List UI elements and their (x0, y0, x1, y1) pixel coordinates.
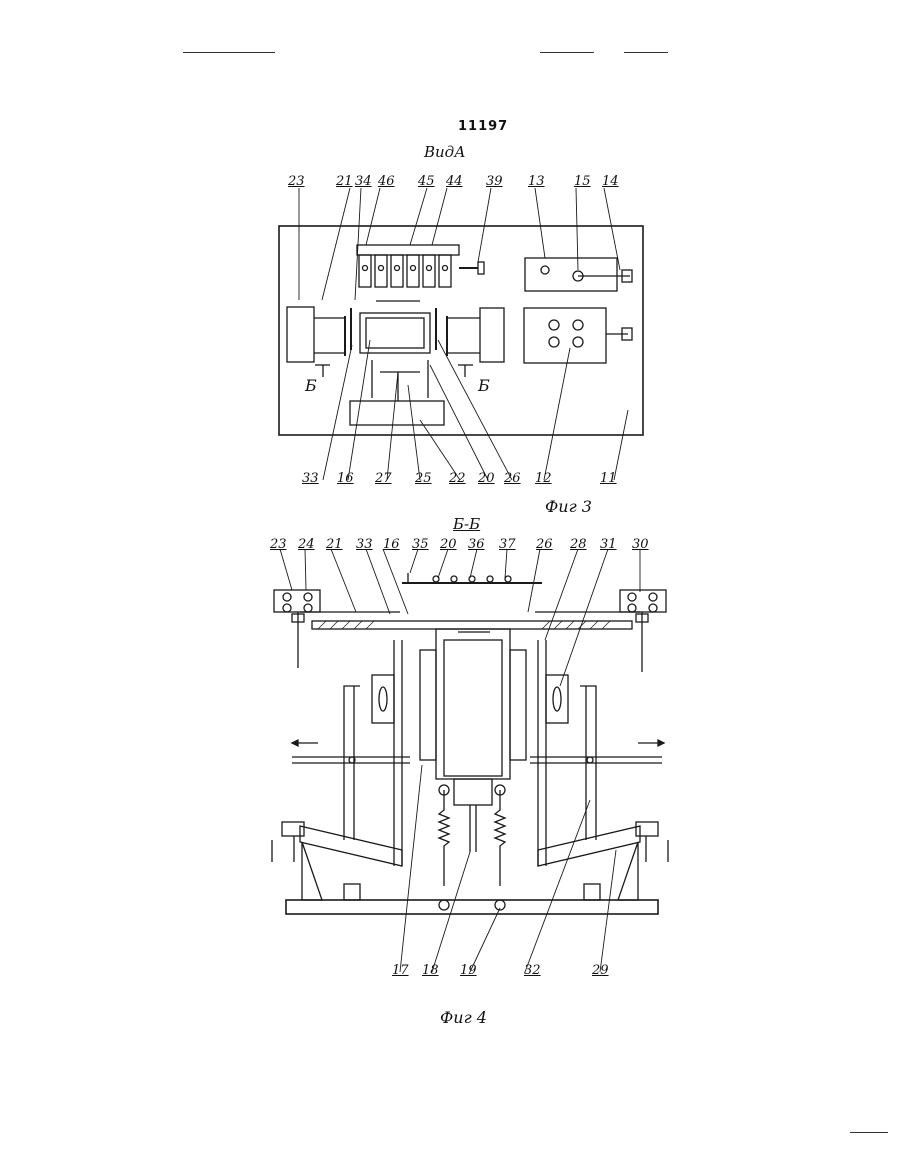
fig4-label-23: 23 (270, 538, 287, 551)
clamp-23 (274, 590, 320, 612)
fig4-label-35: 35 (412, 538, 429, 551)
fig4-label-26: 26 (536, 538, 553, 551)
fig4-label-29: 29 (592, 964, 609, 977)
fig4-label-19: 19 (460, 964, 477, 977)
fig4-label-31: 31 (600, 538, 617, 551)
clamp-30 (620, 590, 666, 612)
spring-19 (495, 790, 505, 886)
fig4-label-20: 20 (440, 538, 457, 551)
spring-18 (439, 790, 449, 886)
fig4-label-21: 21 (326, 538, 343, 551)
fig4-label-30: 30 (632, 538, 649, 551)
figure4-caption: Фиг 4 (440, 1010, 487, 1026)
fig4-label-33: 33 (356, 538, 373, 551)
table-plate (312, 621, 632, 629)
cylinder-body (436, 629, 510, 779)
fig4-label-28: 28 (570, 538, 587, 551)
fig4-label-18: 18 (422, 964, 439, 977)
fig4-label-32: 32 (524, 964, 541, 977)
base-plate (286, 900, 658, 914)
fig4-label-24: 24 (298, 538, 315, 551)
fig4-label-16: 16 (383, 538, 400, 551)
fig4-label-36: 36 (468, 538, 485, 551)
fig4-label-17: 17 (392, 964, 409, 977)
fig4-label-37: 37 (499, 538, 516, 551)
